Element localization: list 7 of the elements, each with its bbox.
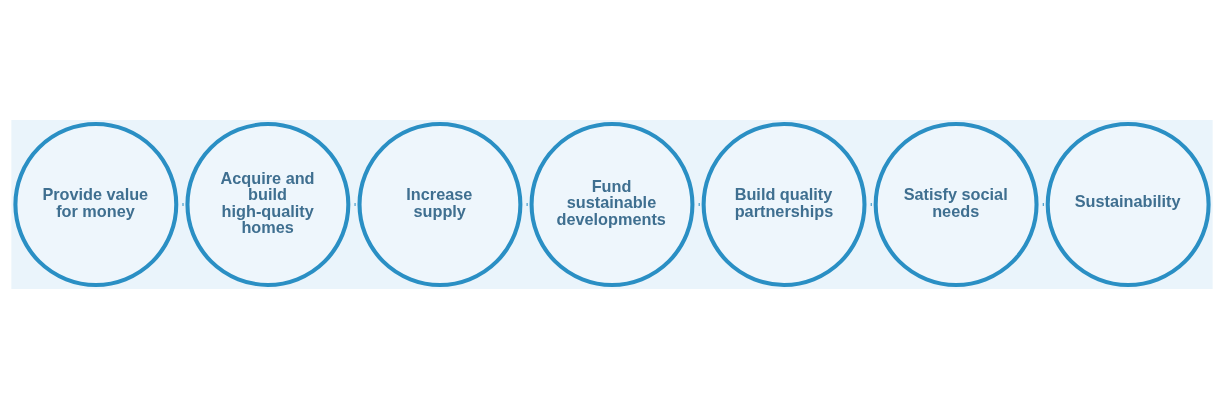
node-circle: Increase supply [357, 122, 523, 287]
node-circle: Fund sustainable developments [529, 122, 695, 287]
node-circle: Sustainability [1045, 122, 1211, 287]
node-circle: Satisfy social needs [873, 122, 1039, 287]
node-circle: Build quality partnerships [701, 122, 867, 287]
node-circle: Provide value for money [13, 122, 179, 287]
node-circle: Acquire and build high-quality homes [185, 122, 351, 287]
